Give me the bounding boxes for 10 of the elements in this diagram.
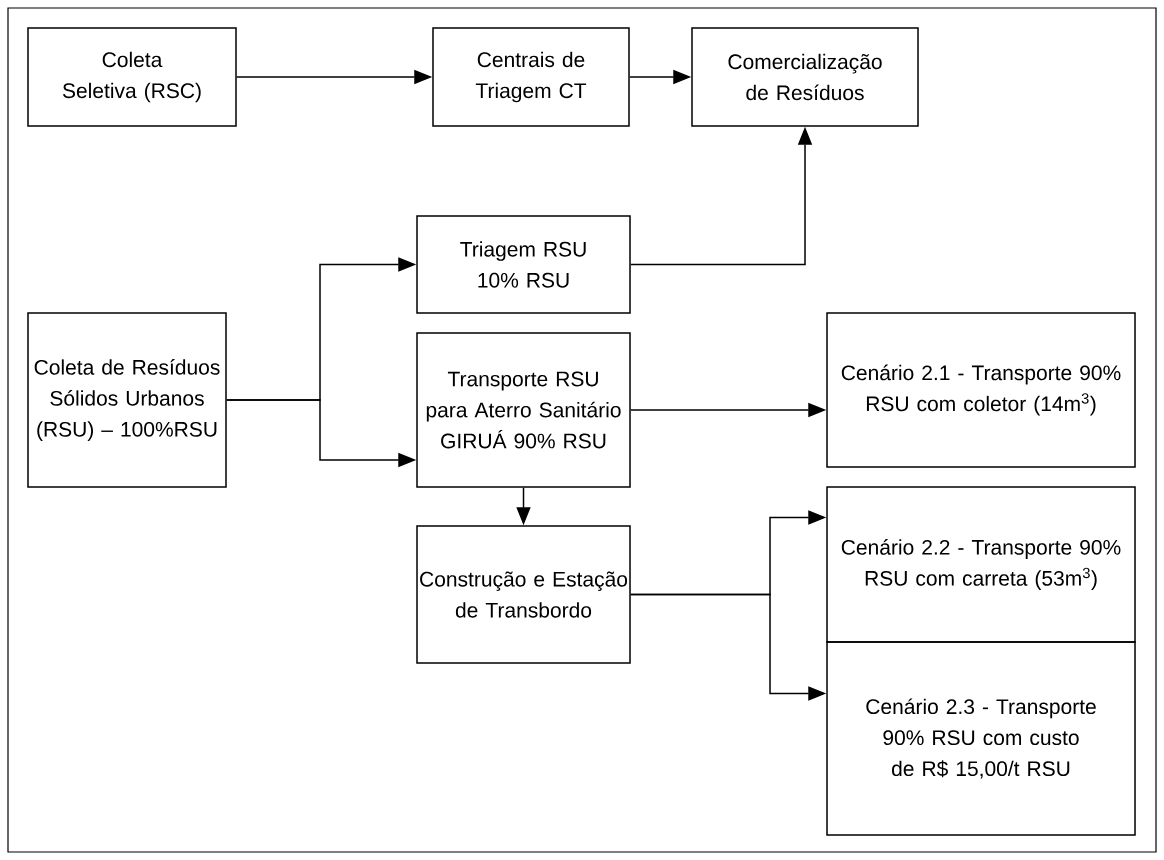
process-box: Construção e Estação de Transbordo bbox=[416, 525, 631, 664]
process-box: Coleta de Resíduos Sólidos Urbanos (RSU) – 100%RSU bbox=[27, 312, 227, 488]
process-box: Coleta Seletiva (RSC) bbox=[27, 27, 237, 127]
process-box: Cenário 2.2 - Transporte 90% RSU com carreta (53m$^{3}$) bbox=[826, 486, 1136, 643]
process-box: Transporte RSU para Aterro Sanitário GIRUÁ 90% RSU bbox=[416, 332, 631, 488]
process-box: Comercialização de Resíduos bbox=[691, 27, 919, 127]
process-box: Triagem RSU 10% RSU bbox=[416, 215, 631, 314]
process-box: Cenário 2.3 - Transporte 90% RSU com custo de R$ 15,00/t RSU bbox=[826, 641, 1136, 836]
process-box: Centrais de Triagem CT bbox=[432, 27, 630, 127]
process-box: Cenário 2.1 - Transporte 90% RSU com coletor (14m$^{3}$) bbox=[826, 312, 1136, 468]
